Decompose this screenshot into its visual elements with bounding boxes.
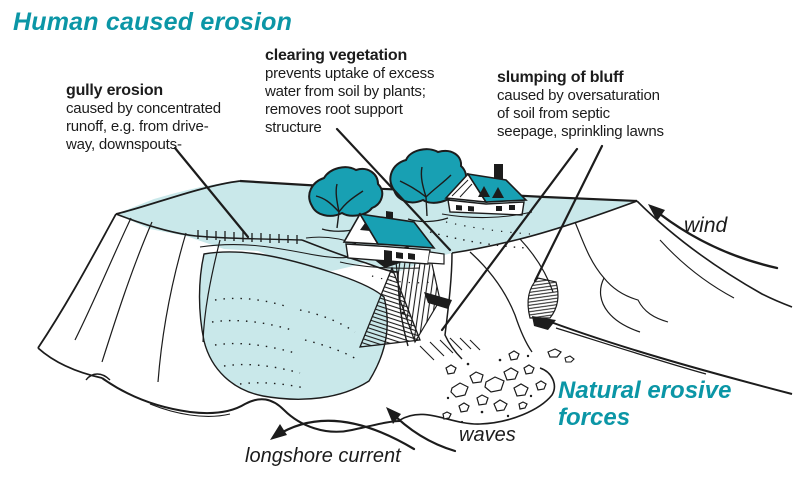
house-icon (339, 211, 445, 269)
tree-icon (389, 148, 467, 223)
slump-debris (399, 311, 556, 425)
beach-bay (198, 251, 388, 400)
leader-lines (173, 127, 604, 332)
gully-erosion-heading: gully erosion (66, 82, 163, 99)
longshore-current-arrow-icon (270, 419, 416, 451)
clearing-leader-line (335, 127, 452, 252)
right-bluff (469, 200, 793, 395)
clearing-vegetation-heading: clearing vegetation (265, 47, 408, 64)
natural-erosive-forces-line: forces (558, 404, 631, 431)
clearing-vegetation-line: water from soil by plants; (265, 83, 426, 100)
natural-erosive-forces-label: Natural erosive forces (558, 377, 758, 431)
diagram-title: Human caused erosion (13, 8, 293, 36)
slumping-of-bluff-line: caused by oversaturation (497, 87, 660, 104)
wind-arrow-icon (648, 204, 779, 270)
slumping-of-bluff-heading: slumping of bluff (497, 69, 624, 86)
waves-label: waves (459, 424, 516, 446)
gully-erosion-line: runoff, e.g. from drive- (66, 118, 209, 135)
natural-erosive-forces-line: Natural erosive (558, 377, 732, 404)
slumping-leader-line-2 (533, 144, 604, 283)
clearing-vegetation-callout: clearing vegetation prevents uptake of e… (265, 46, 434, 137)
clearing-vegetation-line: prevents uptake of excess (265, 65, 435, 82)
gully-erosion-line: way, downspouts- (66, 136, 182, 153)
gully-erosion-callout: gully erosion caused by concentrated run… (66, 81, 221, 154)
clearing-vegetation-line: structure (265, 119, 322, 136)
gully-leader-line (173, 146, 250, 239)
gully-erosion-line: caused by concentrated (66, 100, 221, 117)
slumping-leader-line-1 (440, 147, 579, 332)
tree-icon (308, 166, 384, 232)
house-icon (441, 164, 533, 219)
left-bluff (37, 213, 401, 433)
slumping-of-bluff-callout: slumping of bluff caused by oversaturati… (497, 68, 664, 141)
slumping-of-bluff-line: of soil from septic (497, 105, 610, 122)
slumping-of-bluff-line: seepage, sprinkling lawns (497, 123, 664, 140)
waves-arrow-icon (386, 407, 457, 453)
wind-label: wind (684, 214, 728, 237)
longshore-current-label: longshore current (245, 445, 401, 467)
clearing-vegetation-line: removes root support (265, 101, 403, 118)
